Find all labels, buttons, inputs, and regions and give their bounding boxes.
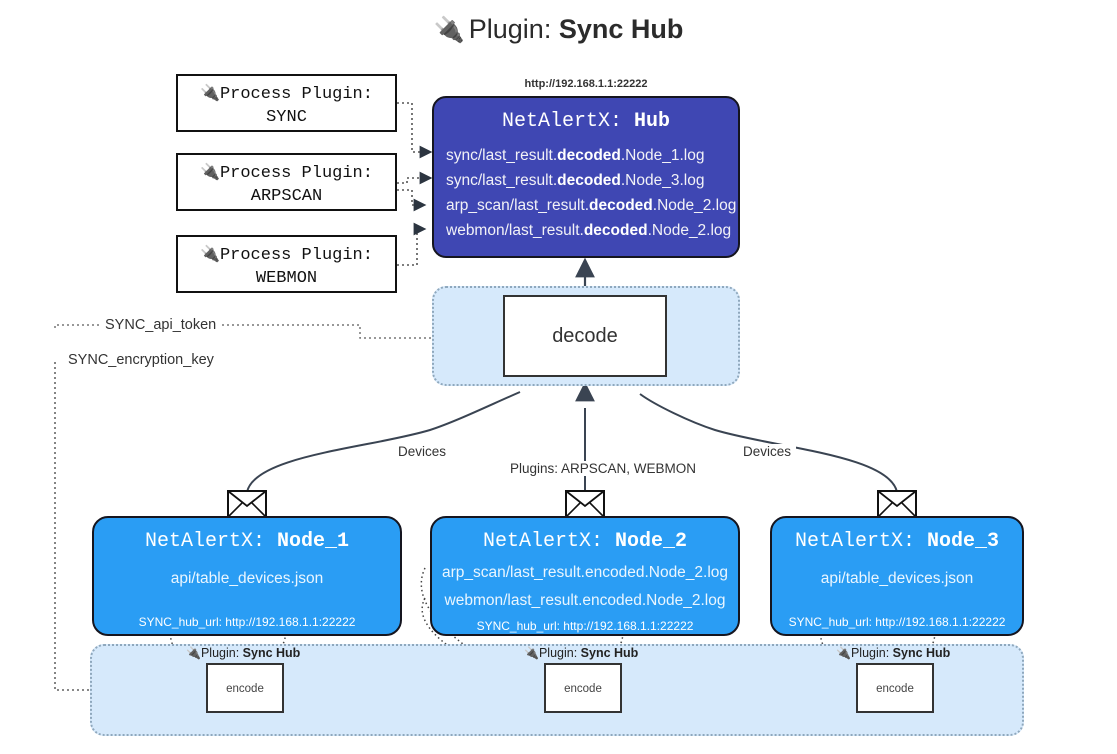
node-box-node-1[interactable]: NetAlertX: Node_1 api/table_devices.json…	[92, 516, 402, 636]
sync-encryption-key-label: SYNC_encryption_key	[63, 352, 219, 368]
hub-log-list: sync/last_result.decoded.Node_1.log sync…	[434, 143, 738, 243]
plug-icon: 🔌	[433, 16, 465, 44]
encode-plugin-label-2: 🔌Plugin: Sync Hub	[524, 646, 639, 660]
decode-label: decode	[552, 325, 618, 347]
process-plugin-webmon[interactable]: 🔌Process Plugin: WEBMON	[176, 235, 397, 293]
envelope-icon	[227, 490, 267, 523]
page-title-prefix: Plugin:	[468, 14, 552, 44]
node-3-title: NetAlertX: Node_3	[794, 530, 1000, 553]
process-plugin-sync[interactable]: 🔌Process Plugin: SYNC	[176, 74, 397, 132]
plug-icon: 🔌	[200, 244, 220, 263]
node-1-line: api/table_devices.json	[170, 570, 324, 587]
node-2-line: webmon/last_result.encoded.Node_2.log	[444, 592, 726, 609]
hub-box[interactable]: NetAlertX: Hub sync/last_result.decoded.…	[432, 96, 740, 258]
plug-icon: 🔌	[200, 83, 220, 102]
decode-box[interactable]: decode	[503, 295, 667, 377]
page-title: 🔌Plugin: Sync Hub	[0, 14, 1117, 45]
edge-label-plugins: Plugins: ARPSCAN, WEBMON	[505, 461, 702, 476]
sync-api-token-label: SYNC_api_token	[100, 317, 222, 333]
node-2-line: arp_scan/last_result.encoded.Node_2.log	[441, 564, 729, 581]
hub-log-row: sync/last_result.decoded.Node_1.log	[446, 147, 705, 164]
encode-plugin-label-1: 🔌Plugin: Sync Hub	[186, 646, 301, 660]
encode-box-3[interactable]: encode	[856, 663, 934, 713]
node-1-hub-url: SYNC_hub_url: http://192.168.1.1:22222	[138, 615, 356, 629]
plug-icon: 🔌	[836, 646, 851, 660]
hub-log-row: arp_scan/last_result.decoded.Node_2.log	[446, 197, 737, 214]
encode-box-2[interactable]: encode	[544, 663, 622, 713]
node-box-node-2[interactable]: NetAlertX: Node_2 arp_scan/last_result.e…	[430, 516, 740, 636]
encode-box-1[interactable]: encode	[206, 663, 284, 713]
edge-label-devices-left: Devices	[393, 444, 452, 459]
edge-label-devices-right: Devices	[738, 444, 797, 459]
node-3-line: api/table_devices.json	[820, 570, 974, 587]
encode-plugin-label-3: 🔌Plugin: Sync Hub	[836, 646, 951, 660]
encode-label: encode	[226, 683, 264, 695]
plug-icon: 🔌	[524, 646, 539, 660]
process-plugin-sync-line1: 🔌Process Plugin:	[200, 83, 373, 104]
process-plugin-webmon-line2: WEBMON	[255, 268, 318, 288]
process-plugin-sync-line2: SYNC	[266, 107, 307, 127]
plug-icon: 🔌	[186, 646, 201, 660]
hub-url-label: http://192.168.1.1:22222	[524, 78, 648, 90]
process-plugin-arpscan-line2: ARPSCAN	[250, 186, 323, 206]
node-3-hub-url: SYNC_hub_url: http://192.168.1.1:22222	[788, 615, 1006, 629]
encode-label: encode	[876, 683, 914, 695]
process-plugin-arpscan[interactable]: 🔌Process Plugin: ARPSCAN	[176, 153, 397, 211]
node-1-title: NetAlertX: Node_1	[144, 530, 350, 553]
envelope-icon	[877, 490, 917, 523]
process-plugin-webmon-line1: 🔌Process Plugin:	[200, 244, 373, 265]
page-title-name: Sync Hub	[558, 14, 684, 44]
hub-title: NetAlertX: Hub	[501, 110, 671, 133]
encode-label: encode	[564, 683, 602, 695]
plug-icon: 🔌	[200, 162, 220, 181]
hub-log-row: webmon/last_result.decoded.Node_2.log	[446, 222, 732, 239]
node-box-node-3[interactable]: NetAlertX: Node_3 api/table_devices.json…	[770, 516, 1024, 636]
process-plugin-arpscan-line1: 🔌Process Plugin:	[200, 162, 373, 183]
node-2-hub-url: SYNC_hub_url: http://192.168.1.1:22222	[476, 619, 694, 633]
node-2-title: NetAlertX: Node_2	[482, 530, 688, 553]
hub-log-row: sync/last_result.decoded.Node_3.log	[446, 172, 705, 189]
